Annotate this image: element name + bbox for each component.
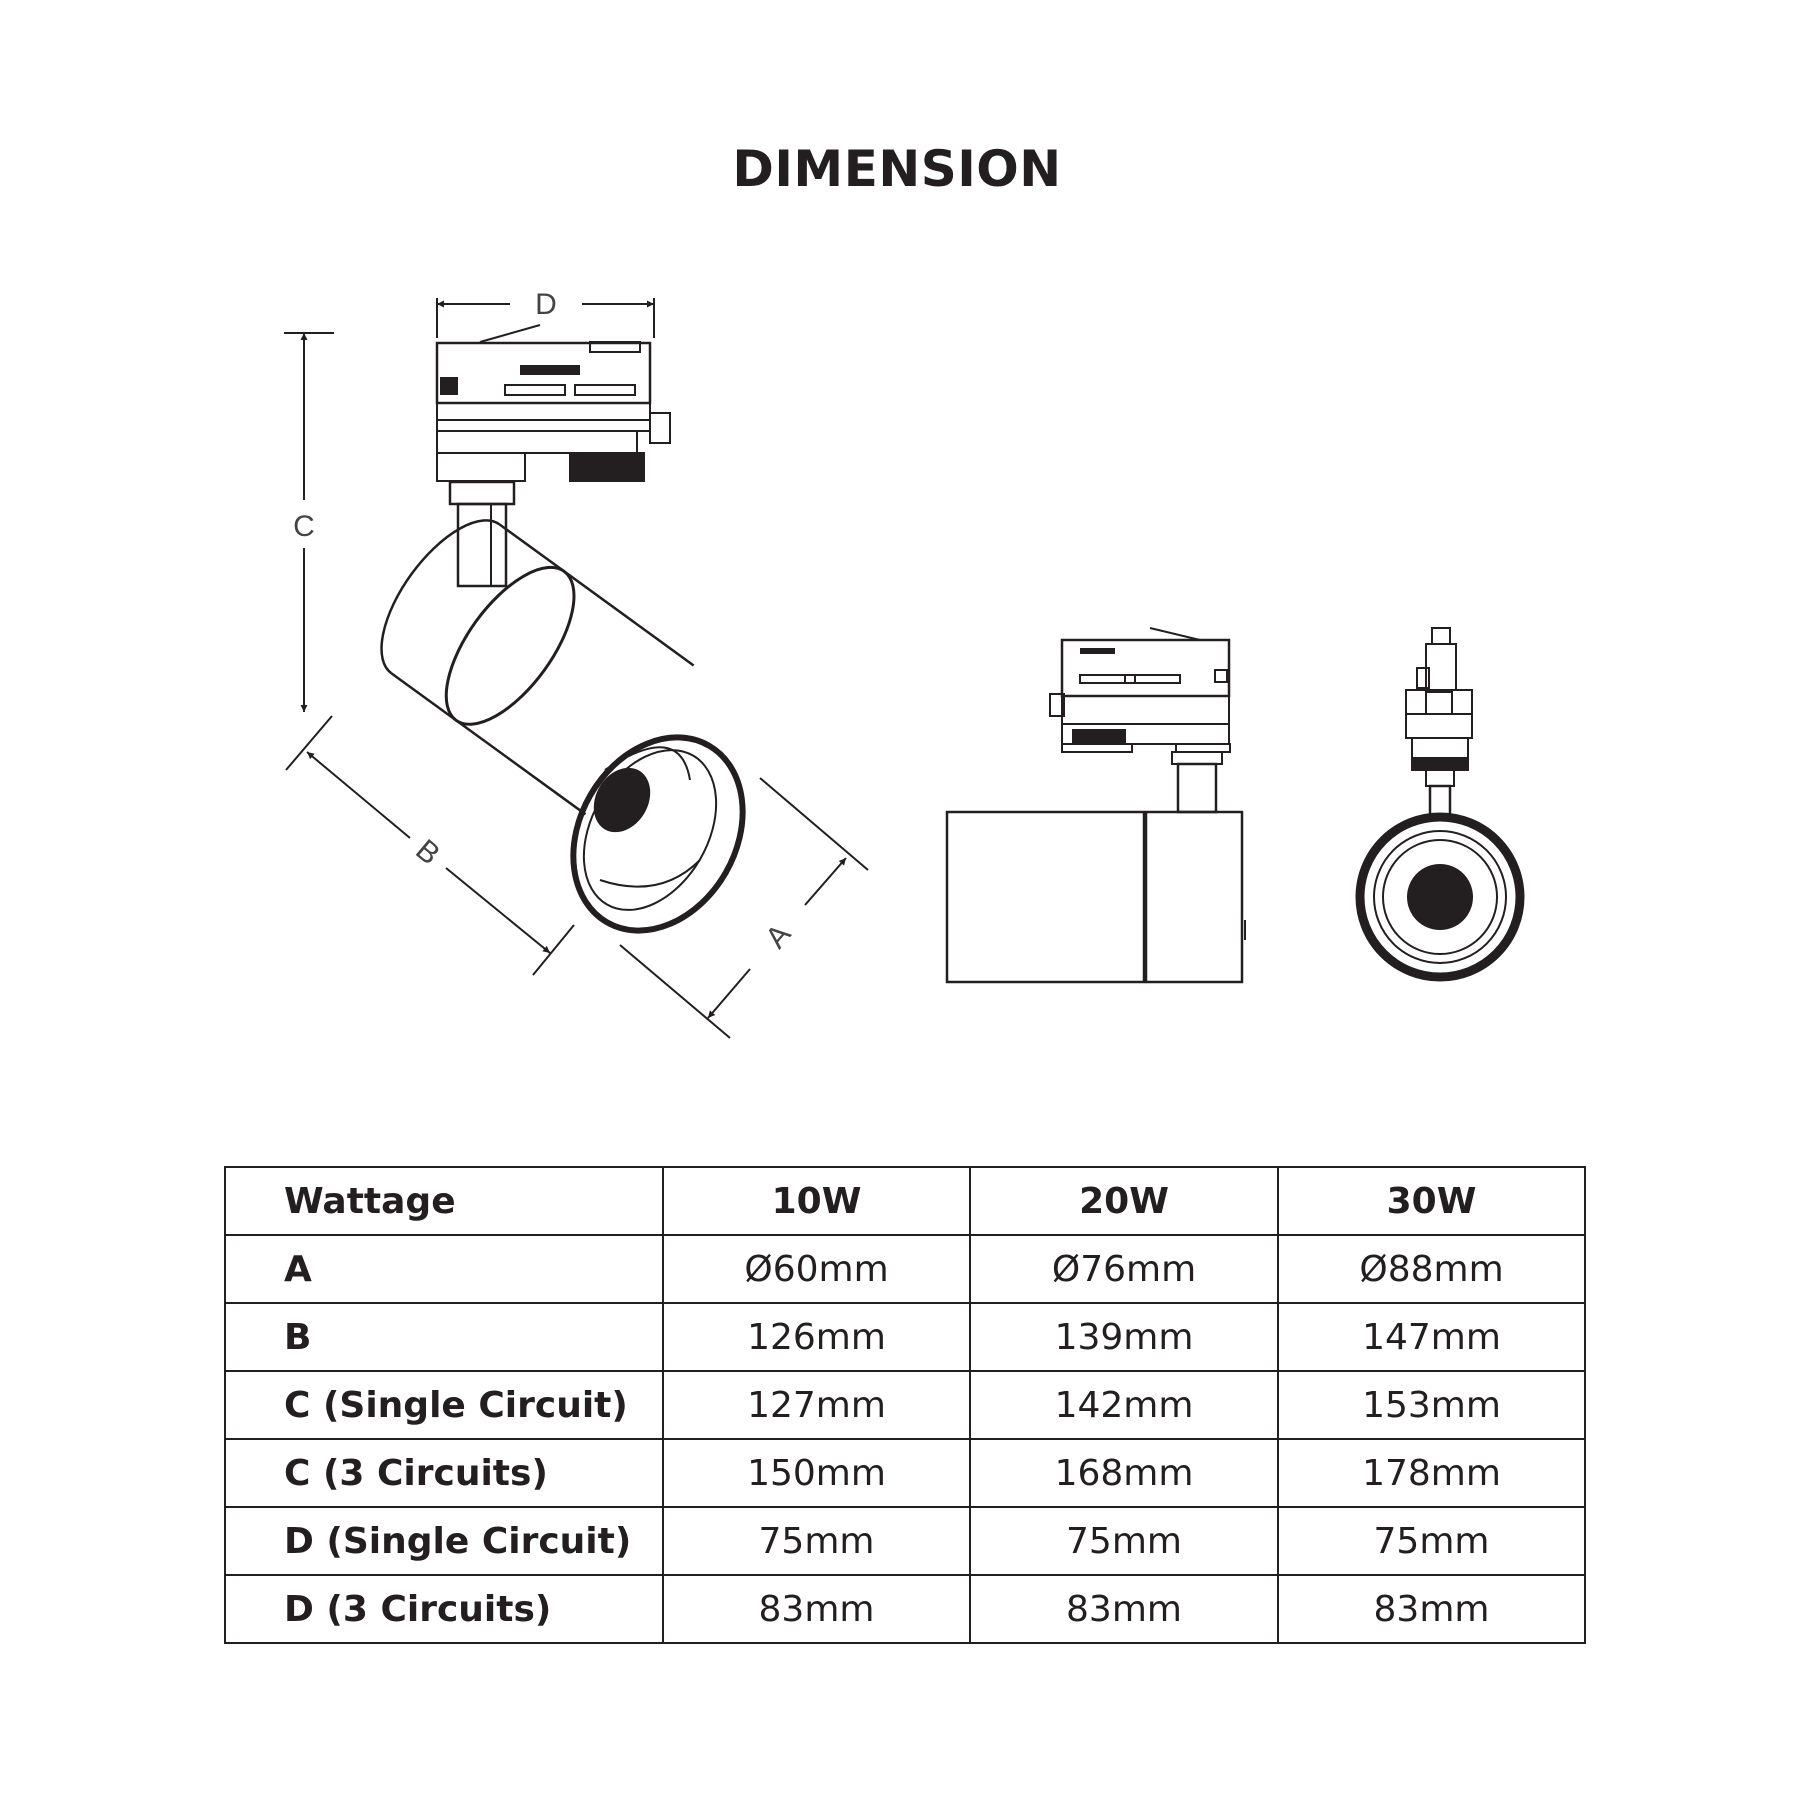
label-a: A (759, 918, 797, 955)
table-cell: 147mm (1277, 1302, 1586, 1372)
table-cell: 75mm (969, 1506, 1279, 1576)
stem-collar (448, 480, 516, 506)
cylinder-body (380, 519, 695, 816)
front-view (1355, 627, 1525, 982)
header-col-20w: 20W (969, 1166, 1279, 1236)
dimension-drawing: D C B A (284, 288, 1525, 1039)
table-cell: 139mm (969, 1302, 1279, 1372)
table-cell: 178mm (1277, 1438, 1586, 1508)
row-label: C (Single Circuit) (224, 1370, 664, 1440)
dimension-lines (284, 298, 869, 1039)
table-cell: 75mm (662, 1506, 971, 1576)
row-label: D (3 Circuits) (224, 1574, 664, 1644)
front-lens (570, 734, 746, 934)
dimension-labels: D C B A (293, 288, 797, 955)
table-cell: Ø88mm (1277, 1234, 1586, 1304)
table-row: B 126mm 139mm 147mm (224, 1302, 1586, 1372)
label-c: C (293, 510, 315, 543)
table-cell: Ø76mm (969, 1234, 1279, 1304)
table-cell: 83mm (1277, 1574, 1586, 1644)
table-row: C (Single Circuit) 127mm 142mm 153mm (224, 1370, 1586, 1440)
table-row: A Ø60mm Ø76mm Ø88mm (224, 1234, 1586, 1304)
label-d: D (535, 288, 557, 321)
table-cell: Ø60mm (662, 1234, 971, 1304)
table-header-row: Wattage 10W 20W 30W (224, 1166, 1586, 1236)
table-cell: 153mm (1277, 1370, 1586, 1440)
perspective-view (380, 324, 746, 934)
table-row: D (3 Circuits) 83mm 83mm 83mm (224, 1574, 1586, 1644)
row-label: B (224, 1302, 664, 1372)
table-cell: 150mm (662, 1438, 971, 1508)
table-cell: 168mm (969, 1438, 1279, 1508)
row-label: D (Single Circuit) (224, 1506, 664, 1576)
label-b: B (409, 833, 446, 871)
row-label: A (224, 1234, 664, 1304)
header-col-10w: 10W (662, 1166, 971, 1236)
dimension-table: Wattage 10W 20W 30W A Ø60mm Ø76mm Ø88mm … (224, 1166, 1586, 1644)
table-cell: 83mm (969, 1574, 1279, 1644)
table-row: C (3 Circuits) 150mm 168mm 178mm (224, 1438, 1586, 1508)
table-cell: 127mm (662, 1370, 971, 1440)
side-view (945, 627, 1246, 984)
row-label: C (3 Circuits) (224, 1438, 664, 1508)
track-adapter (435, 324, 671, 482)
table-cell: 83mm (662, 1574, 971, 1644)
table-cell: 142mm (969, 1370, 1279, 1440)
stem (456, 502, 508, 588)
page-title: DIMENSION (0, 140, 1800, 198)
header-col-30w: 30W (1277, 1166, 1586, 1236)
header-label: Wattage (224, 1166, 664, 1236)
title-text: DIMENSION (732, 140, 1062, 198)
table-cell: 126mm (662, 1302, 971, 1372)
table-row: D (Single Circuit) 75mm 75mm 75mm (224, 1506, 1586, 1576)
table-cell: 75mm (1277, 1506, 1586, 1576)
